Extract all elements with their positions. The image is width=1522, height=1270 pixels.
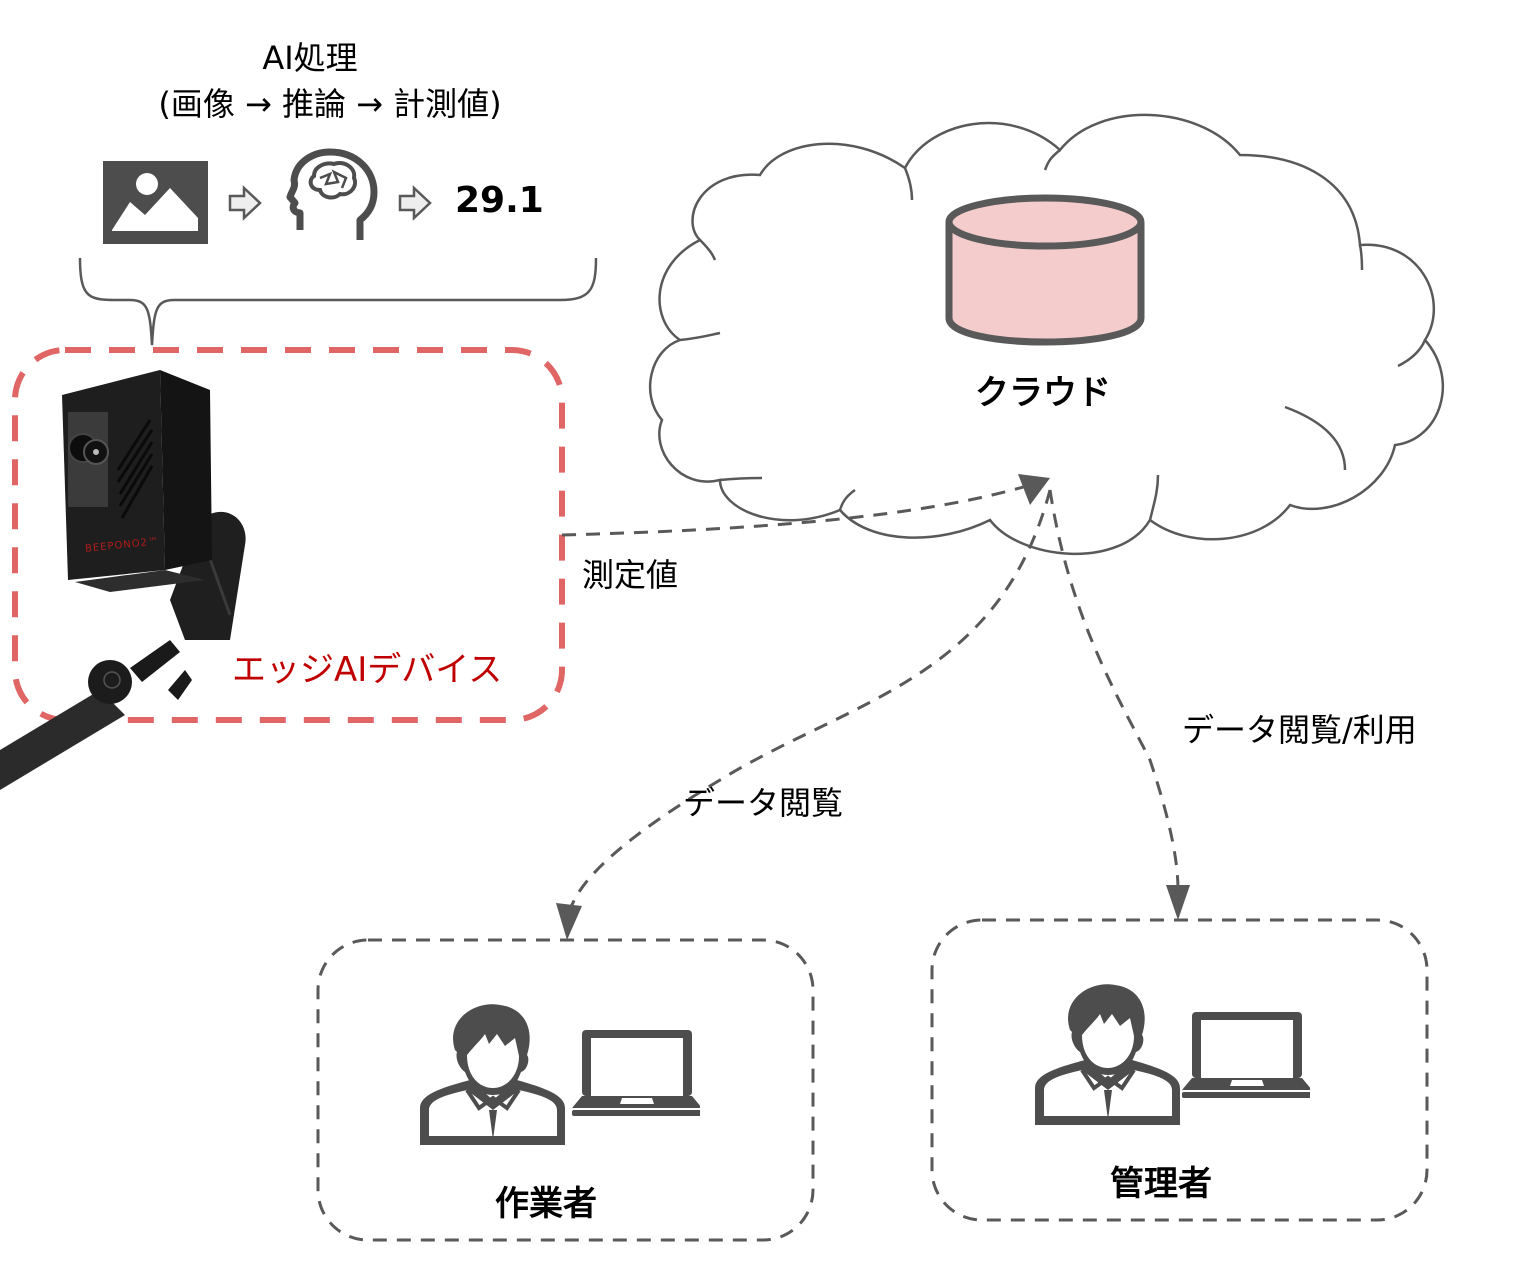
cloud-arc	[838, 488, 856, 511]
edge-device-label: エッジAIデバイス	[232, 650, 503, 690]
brace	[78, 257, 598, 346]
manager-box-border	[930, 918, 1429, 1222]
edge-worker	[556, 489, 1052, 940]
cloud-arc	[1043, 149, 1061, 171]
edge-label-manager: データ閲覧/利用	[1182, 711, 1417, 749]
edge-label-measurement: 測定値	[582, 556, 679, 594]
image-icon	[103, 161, 208, 244]
person-icon	[1035, 984, 1180, 1125]
laptop-icon	[1182, 1012, 1310, 1098]
cloud-arc	[1358, 244, 1364, 271]
edge-camera-device-image	[0, 370, 246, 790]
cloud-arc	[1148, 474, 1160, 521]
ai-processing-title: AI処理	[262, 39, 358, 77]
arrowhead-icon	[1018, 474, 1050, 505]
cloud-label: クラウド	[975, 373, 1111, 413]
measurement-value: 29.1	[455, 180, 544, 221]
cloud-arc	[699, 239, 717, 261]
arrow-right-icon	[398, 185, 432, 221]
person-icon	[420, 1004, 565, 1145]
edge-manager	[1048, 489, 1190, 920]
cloud-arc	[903, 167, 914, 201]
arrowhead-icon	[556, 903, 582, 940]
laptop-icon	[572, 1030, 700, 1116]
brain-head-icon	[286, 148, 378, 240]
manager-label: 管理者	[1110, 1164, 1212, 1204]
cloud-arc	[1397, 339, 1427, 368]
worker-group	[415, 1000, 705, 1150]
ai-processing-subtitle: (画像 → 推論 → 計測値)	[158, 85, 502, 123]
arrow-right-icon	[228, 185, 262, 221]
arrowhead-icon	[1166, 885, 1190, 920]
cloud-arc	[1284, 405, 1347, 471]
edge-measurement	[561, 474, 1050, 537]
worker-label: 作業者	[495, 1184, 597, 1224]
database-icon	[945, 194, 1145, 346]
edge-label-worker: データ閲覧	[683, 784, 844, 822]
manager-group	[1030, 980, 1320, 1130]
worker-box-border	[316, 938, 815, 1242]
cloud-arc	[679, 331, 721, 342]
cloud-arc	[719, 476, 763, 482]
